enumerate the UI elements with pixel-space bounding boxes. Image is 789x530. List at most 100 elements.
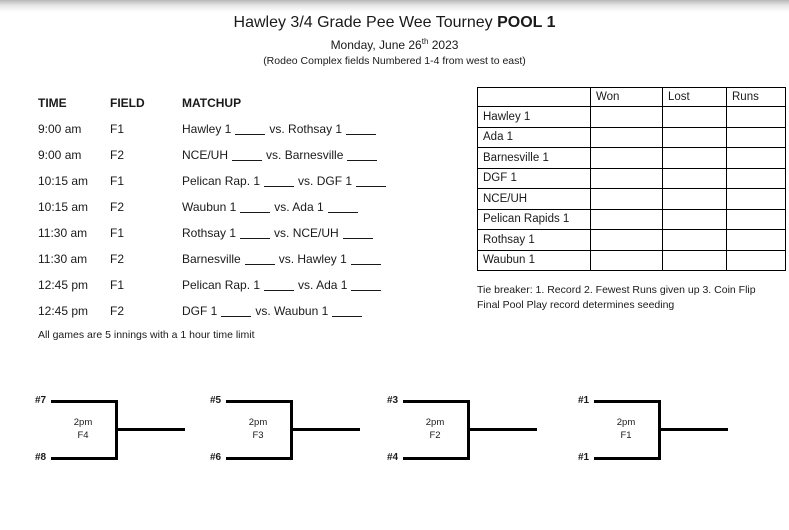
bracket-line-vertical xyxy=(658,400,661,460)
date-prefix: Monday, June 26 xyxy=(330,38,422,52)
game-field: F2 xyxy=(110,252,125,266)
lost-cell xyxy=(662,249,727,271)
bracket-line-top xyxy=(226,400,293,403)
team2-name: Hawley 1 xyxy=(297,252,347,266)
vs-label: vs. xyxy=(274,200,290,214)
seed-top-label: #3 xyxy=(387,395,399,406)
lost-cell xyxy=(662,126,727,148)
standings-row: Hawley 1 xyxy=(477,106,786,128)
vs-label: vs. xyxy=(266,148,282,162)
game-field: F2 xyxy=(110,200,125,214)
standings-header-lost: Lost xyxy=(662,87,727,107)
seed-bottom-label: #6 xyxy=(210,452,222,463)
score-blank xyxy=(232,150,263,161)
game-time: 10:15 am xyxy=(38,200,89,214)
seed-top-label: #7 xyxy=(35,395,47,406)
field-location-note: (Rodeo Complex fields Numbered 1-4 from … xyxy=(263,55,526,67)
team2-name: Ada 1 xyxy=(316,278,348,292)
standings-header-row: Won Lost Runs xyxy=(477,87,786,107)
team-name: DGF 1 xyxy=(477,167,591,189)
vs-label: vs. xyxy=(298,174,314,188)
schedule-header-row: TIME FIELD MATCHUP xyxy=(38,90,390,116)
title-pool-label: POOL 1 xyxy=(497,14,556,31)
bracket-line-bottom xyxy=(51,457,118,460)
team2-name: Rothsay 1 xyxy=(288,122,343,136)
score-blank xyxy=(342,228,373,239)
won-cell xyxy=(590,147,663,169)
standings-row: Waubun 1 xyxy=(477,249,786,271)
score-blank xyxy=(346,124,377,135)
standings-header-team xyxy=(477,87,591,107)
lost-cell xyxy=(662,229,727,251)
game-time: 11:30 am xyxy=(38,252,88,266)
game-field: F1 xyxy=(110,122,125,136)
runs-cell xyxy=(726,229,786,251)
bracket-game-info: 2pm F2 xyxy=(403,416,467,442)
score-blank xyxy=(327,202,358,213)
team1-name: Hawley 1 xyxy=(182,122,232,136)
standings-header-won: Won xyxy=(590,87,663,107)
game-time: 12:45 pm xyxy=(38,278,89,292)
event-date: Monday, June 26th 2023 xyxy=(0,34,789,53)
runs-cell xyxy=(726,249,786,271)
vs-label: vs. xyxy=(269,122,285,136)
bracket-line-bottom xyxy=(594,457,661,460)
standings-row: Pelican Rapids 1 xyxy=(477,208,786,230)
standings-row: DGF 1 xyxy=(477,167,786,189)
tiebreaker-line1: Tie breaker: 1. Record 2. Fewest Runs gi… xyxy=(477,284,756,296)
team2-name: NCE/UH xyxy=(292,226,339,240)
standings-row: Ada 1 xyxy=(477,126,786,148)
schedule-header-time: TIME xyxy=(38,96,67,110)
runs-cell xyxy=(726,147,786,169)
lost-cell xyxy=(662,167,727,189)
team2-name: Waubun 1 xyxy=(274,304,329,318)
game-time: 12:45 pm xyxy=(38,304,89,318)
standings-row: NCE/UH xyxy=(477,188,786,210)
seed-bottom-label: #4 xyxy=(387,452,399,463)
standings-row: Barnesville 1 xyxy=(477,147,786,169)
bracket-line-winner xyxy=(470,428,537,431)
team-name: Waubun 1 xyxy=(477,249,591,271)
game-field: F1 xyxy=(110,174,125,188)
score-blank xyxy=(221,306,252,317)
team1-name: Rothsay 1 xyxy=(182,226,237,240)
game-field: F2 xyxy=(110,148,125,162)
vs-label: vs. xyxy=(255,304,271,318)
bracket-game-field: F3 xyxy=(252,430,264,441)
score-blank xyxy=(350,254,381,265)
bracket-line-winner xyxy=(118,428,185,431)
score-blank xyxy=(240,202,271,213)
bracket-game-time: 2pm xyxy=(425,417,445,428)
score-blank xyxy=(351,280,382,291)
seed-top-label: #5 xyxy=(210,395,222,406)
team2-name: Barnesville xyxy=(284,148,344,162)
team-name: Barnesville 1 xyxy=(477,147,591,169)
team-name: Rothsay 1 xyxy=(477,229,591,251)
lost-cell xyxy=(662,106,727,128)
game-time: 10:15 am xyxy=(38,174,89,188)
bracket-game-time: 2pm xyxy=(248,417,268,428)
bracket-game-info: 2pm F1 xyxy=(594,416,658,442)
team1-name: Waubun 1 xyxy=(182,200,237,214)
lost-cell xyxy=(662,208,727,230)
team1-name: Barnesville xyxy=(182,252,241,266)
bracket-line-winner xyxy=(293,428,360,431)
page-title: Hawley 3/4 Grade Pee Wee Tourney POOL 1 xyxy=(0,13,789,33)
runs-cell xyxy=(726,167,786,189)
team1-name: Pelican Rap. 1 xyxy=(182,174,261,188)
game-time: 11:30 am xyxy=(38,226,88,240)
won-cell xyxy=(590,106,663,128)
score-blank xyxy=(244,254,275,265)
score-blank xyxy=(356,176,387,187)
bracket-line-top xyxy=(403,400,470,403)
page-top-shadow xyxy=(0,0,789,12)
won-cell xyxy=(590,208,663,230)
bracket-line-bottom xyxy=(403,457,470,460)
